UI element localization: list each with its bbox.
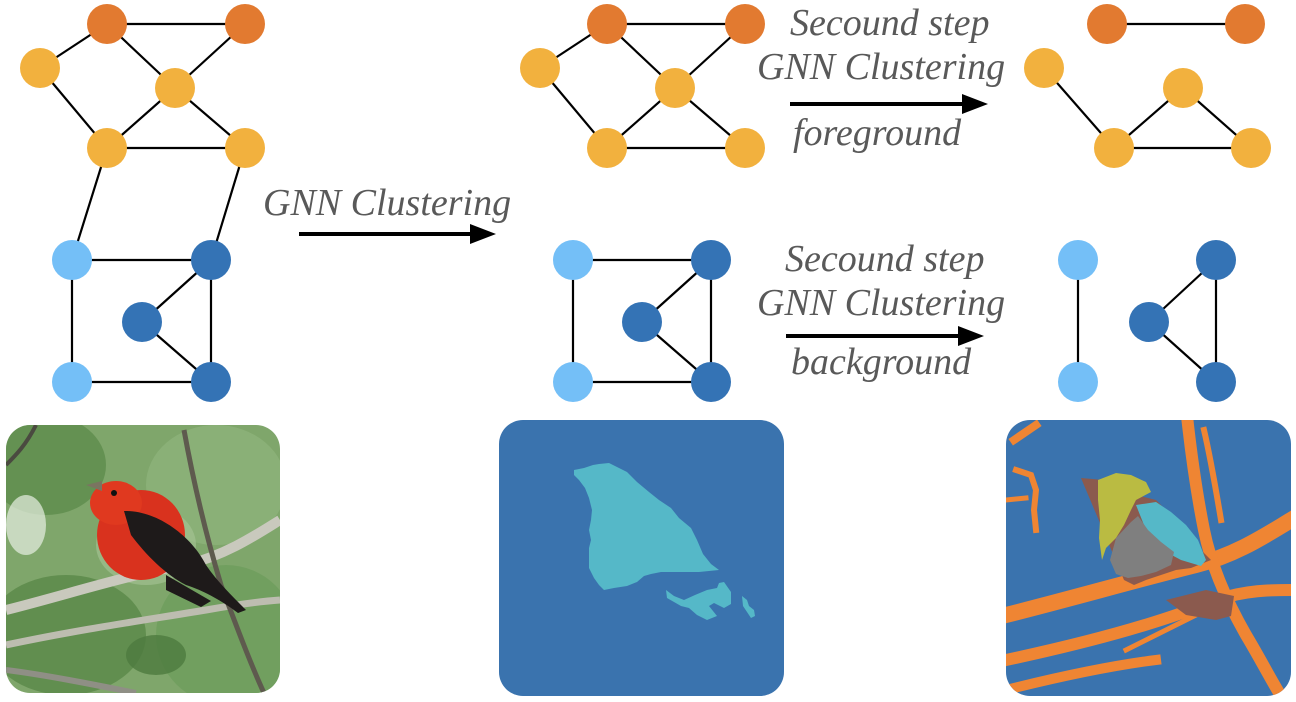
graph-node-fg-light [1024, 48, 1064, 88]
foreground-graph [520, 4, 765, 168]
graph-node-bg-light [52, 362, 92, 402]
second-step-fg-target: foreground [793, 112, 962, 154]
input-photo [6, 425, 280, 693]
graph-node-fg-dark [1087, 4, 1127, 44]
graph-node-bg-dark [1196, 362, 1236, 402]
graph-node-bg-light [553, 240, 593, 280]
graph-node-bg-dark [191, 240, 231, 280]
foreground-split-graph [1024, 4, 1271, 168]
graph-node-fg-light [1094, 128, 1134, 168]
input-graph [20, 4, 265, 402]
background-graph [553, 240, 731, 402]
foreground-background-segmentation [499, 420, 784, 696]
graph-node-bg-dark [1196, 240, 1236, 280]
second-step-fg-title: Secound step [790, 2, 990, 44]
graph-node-bg-dark [691, 362, 731, 402]
arrow-second-step-background [786, 326, 984, 346]
first-step-label: GNN Clustering [263, 182, 512, 224]
graph-node-bg-dark [622, 302, 662, 342]
arrow-second-step-foreground [790, 94, 988, 114]
graph-node-fg-light [225, 128, 265, 168]
background-split-graph [1058, 240, 1236, 402]
graph-node-bg-dark [122, 302, 162, 342]
graph-node-bg-light [1058, 362, 1098, 402]
graph-node-bg-light [1058, 240, 1098, 280]
graph-node-fg-dark [587, 4, 627, 44]
graph-node-fg-light [20, 48, 60, 88]
second-step-bg-subtitle: GNN Clustering [757, 282, 1006, 324]
second-step-bg-target: background [791, 341, 972, 383]
graph-node-fg-light [1231, 128, 1271, 168]
graph-node-bg-dark [1129, 302, 1169, 342]
second-step-bg-title: Secound step [785, 238, 985, 280]
graph-node-fg-dark [87, 4, 127, 44]
graph-node-bg-light [52, 240, 92, 280]
graph-node-fg-light [87, 128, 127, 168]
second-step-fg-subtitle: GNN Clustering [757, 46, 1006, 88]
graph-node-bg-dark [191, 362, 231, 402]
graph-node-bg-dark [691, 240, 731, 280]
graph-node-fg-light [587, 128, 627, 168]
graph-node-fg-dark [225, 4, 265, 44]
graph-node-fg-light [155, 68, 195, 108]
graph-node-bg-light [553, 362, 593, 402]
graph-node-fg-dark [1225, 4, 1265, 44]
graph-node-fg-light [1163, 68, 1203, 108]
graph-node-fg-light [725, 128, 765, 168]
part-segmentation [1006, 420, 1291, 696]
graph-node-fg-light [520, 48, 560, 88]
arrow-first-step [299, 224, 496, 244]
graph-node-fg-dark [725, 4, 765, 44]
graph-node-fg-light [655, 68, 695, 108]
